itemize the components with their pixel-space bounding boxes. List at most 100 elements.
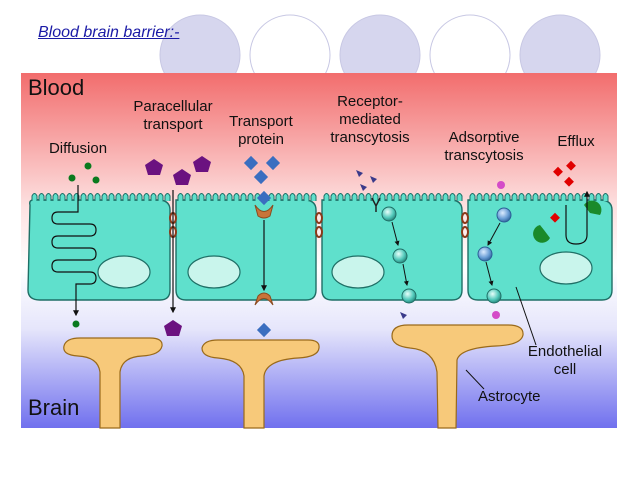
microvillus bbox=[553, 193, 560, 201]
microvillus bbox=[518, 193, 525, 201]
microvillus bbox=[372, 193, 379, 201]
microvillus bbox=[358, 193, 365, 201]
microvillus bbox=[393, 193, 400, 201]
microvillus bbox=[240, 193, 247, 201]
paracellular-label-line-1: Paracellular bbox=[133, 98, 213, 115]
efflux-substrate bbox=[533, 225, 550, 243]
nuclei bbox=[97, 251, 593, 289]
microvillus bbox=[449, 193, 456, 201]
microvillus bbox=[108, 193, 115, 201]
vesicle bbox=[486, 288, 502, 304]
vesicle bbox=[477, 246, 493, 262]
diffusion-molecule bbox=[68, 174, 76, 182]
microvillus bbox=[115, 193, 122, 201]
efflux-arrow bbox=[565, 190, 590, 245]
diffusion-pathway bbox=[51, 162, 100, 328]
microvillus bbox=[177, 193, 184, 201]
microvillus bbox=[323, 193, 330, 201]
microvillus bbox=[233, 193, 240, 201]
microvillus bbox=[52, 193, 59, 201]
transport-protein-label-line-2: protein bbox=[238, 131, 284, 148]
microvillus bbox=[219, 193, 226, 201]
microvillus bbox=[289, 193, 296, 201]
slide-title: Blood brain barrier:- bbox=[38, 24, 180, 41]
blood-label: Blood bbox=[28, 75, 85, 100]
endothelial-cell-1 bbox=[27, 198, 171, 301]
microvillus bbox=[38, 193, 45, 201]
microvillus bbox=[546, 193, 553, 201]
tight-junction bbox=[461, 212, 469, 224]
microvillus bbox=[414, 193, 421, 201]
receptor-mediated-label-line-2: mediated bbox=[339, 111, 401, 128]
microvillus bbox=[45, 193, 52, 201]
microvillus bbox=[164, 193, 171, 201]
microvillus bbox=[282, 193, 289, 201]
microvillus bbox=[435, 193, 442, 201]
paracellular-label-line-2: transport bbox=[143, 116, 203, 133]
microvillus bbox=[456, 193, 463, 201]
microvillus bbox=[80, 193, 87, 201]
microvillus bbox=[66, 193, 73, 201]
ligand bbox=[400, 312, 407, 319]
receptor-mediated-label: Receptor- mediated transcytosis bbox=[318, 93, 422, 147]
astrocyte-foot-2 bbox=[201, 339, 320, 429]
endothelial-cell-label: Endothelial cell bbox=[520, 343, 610, 379]
vesicle bbox=[401, 288, 417, 304]
receptor bbox=[371, 197, 381, 212]
microvillus bbox=[226, 193, 233, 201]
microvillus bbox=[379, 193, 386, 201]
efflux-molecule bbox=[566, 160, 576, 171]
rmt-arrow-2 bbox=[402, 263, 409, 286]
microvillus bbox=[539, 193, 546, 201]
microvillus bbox=[122, 193, 129, 201]
ligand bbox=[370, 176, 377, 183]
tight-junction bbox=[461, 226, 469, 238]
endothelial-pointer bbox=[515, 286, 537, 346]
microvillus bbox=[588, 193, 595, 201]
astrocyte-foot-1 bbox=[63, 337, 163, 429]
microvillus bbox=[428, 193, 435, 201]
receptor-mediated-pathway bbox=[356, 170, 417, 319]
microvillus bbox=[365, 193, 372, 201]
microvillus bbox=[150, 193, 157, 201]
transport-molecule bbox=[256, 190, 272, 206]
ligand bbox=[356, 170, 363, 177]
endothelial-cell-2 bbox=[175, 199, 317, 301]
microvillus bbox=[303, 193, 310, 201]
microvillus bbox=[275, 193, 282, 201]
diffusion-label: Diffusion bbox=[48, 140, 108, 157]
adsorptive-pathway bbox=[477, 181, 512, 319]
microvillus bbox=[94, 193, 101, 201]
astrocyte-pointer bbox=[465, 369, 485, 390]
adsorptive-label-line-1: Adsorptive bbox=[448, 129, 520, 146]
microvillus bbox=[129, 193, 136, 201]
microvillus bbox=[205, 193, 212, 201]
paracellular-molecule bbox=[173, 169, 191, 185]
efflux-molecule bbox=[550, 212, 560, 223]
microvillus bbox=[602, 193, 609, 201]
paracellular-molecule bbox=[164, 320, 182, 336]
efflux-molecule bbox=[564, 176, 574, 187]
microvillus bbox=[59, 193, 66, 201]
microvillus bbox=[421, 193, 428, 201]
diffusion-molecule bbox=[84, 162, 92, 170]
transport-protein-pathway bbox=[243, 155, 281, 338]
endothelial-label-line-2: cell bbox=[553, 361, 577, 378]
microvillus bbox=[574, 193, 581, 201]
transport-molecule bbox=[265, 155, 281, 171]
paracellular-molecule bbox=[145, 159, 163, 175]
amt-arrow-1 bbox=[487, 222, 501, 246]
microvillus bbox=[532, 193, 539, 201]
microvillus bbox=[490, 193, 497, 201]
tight-junction bbox=[315, 212, 323, 224]
receptor-mediated-label-line-1: Receptor- bbox=[337, 93, 403, 110]
microvillus bbox=[87, 193, 94, 201]
microvillus bbox=[191, 193, 198, 201]
microvillus bbox=[330, 193, 337, 201]
microvillus bbox=[198, 193, 205, 201]
microvillus bbox=[351, 193, 358, 201]
paracellular-molecule bbox=[193, 156, 211, 172]
transport-molecule bbox=[243, 155, 259, 171]
